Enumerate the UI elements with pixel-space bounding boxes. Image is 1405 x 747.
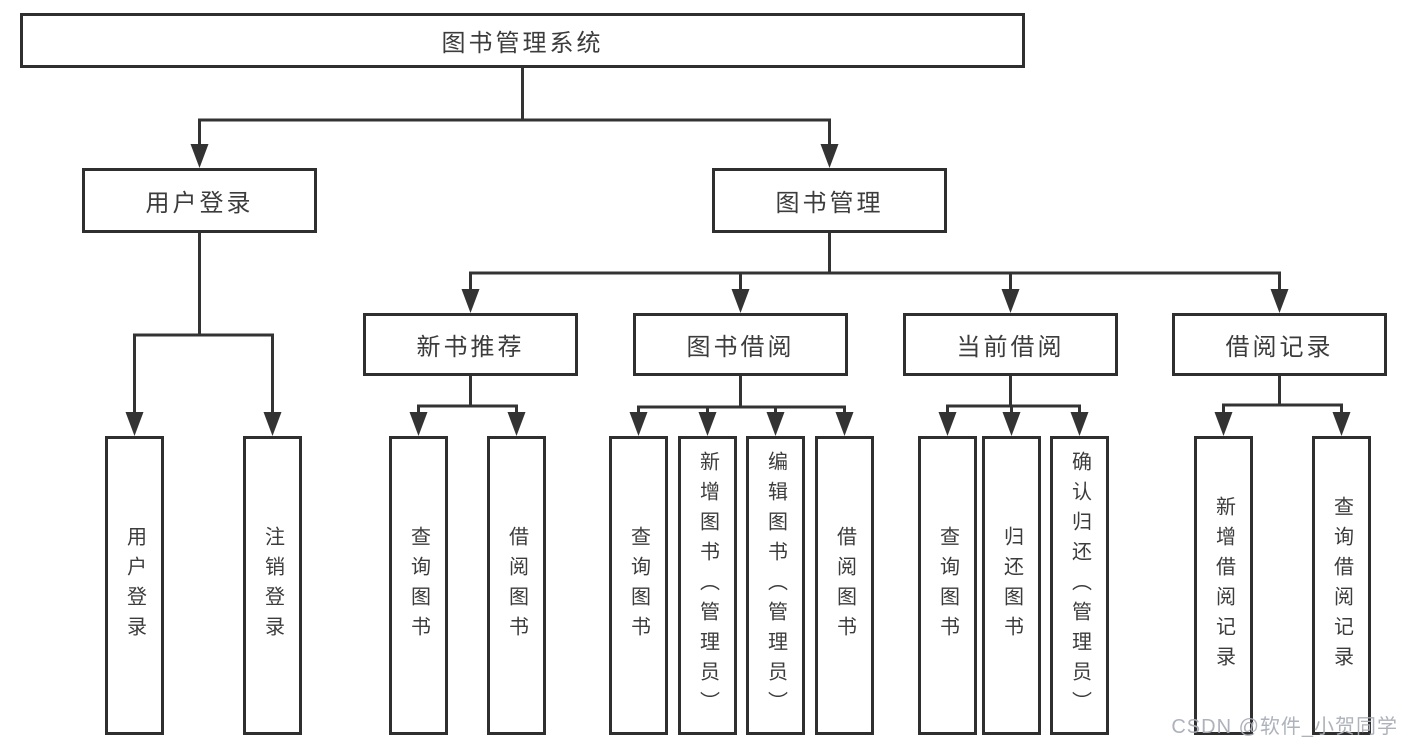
node-current-borrowing: 当前借阅 bbox=[903, 313, 1118, 376]
node-book-borrowing: 图书借阅 bbox=[633, 313, 848, 376]
leaf-add-borrow-record: 新增借阅记录 bbox=[1194, 436, 1253, 735]
arrow-down-icon bbox=[629, 412, 648, 436]
arrow-down-icon bbox=[1270, 289, 1289, 313]
arrow-down-icon bbox=[1070, 412, 1089, 436]
leaf-confirm-return-admin: 确认归还（管理员） bbox=[1050, 436, 1109, 735]
node-library-management-system: 图书管理系统 bbox=[20, 13, 1025, 68]
leaf-query-borrow-record: 查询借阅记录 bbox=[1312, 436, 1371, 735]
leaf-borrow-books: 借阅图书 bbox=[487, 436, 546, 735]
arrow-down-icon bbox=[938, 412, 957, 436]
node-user-login: 用户登录 bbox=[82, 168, 317, 233]
arrow-down-icon bbox=[1214, 412, 1233, 436]
arrow-down-icon bbox=[461, 289, 480, 313]
node-new-book-recommendation: 新书推荐 bbox=[363, 313, 578, 376]
arrow-down-icon bbox=[409, 412, 428, 436]
arrow-down-icon bbox=[1002, 412, 1021, 436]
arrow-down-icon bbox=[766, 412, 785, 436]
arrow-down-icon bbox=[820, 144, 839, 168]
leaf-user-login: 用户登录 bbox=[105, 436, 164, 735]
arrow-down-icon bbox=[1001, 289, 1020, 313]
arrow-down-icon bbox=[731, 289, 750, 313]
arrow-down-icon bbox=[263, 412, 282, 436]
leaf-logout: 注销登录 bbox=[243, 436, 302, 735]
leaf-query-books: 查询图书 bbox=[918, 436, 977, 735]
leaf-return-books: 归还图书 bbox=[982, 436, 1041, 735]
arrow-down-icon bbox=[698, 412, 717, 436]
arrow-down-icon bbox=[1332, 412, 1351, 436]
node-book-management: 图书管理 bbox=[712, 168, 947, 233]
leaf-borrow-books: 借阅图书 bbox=[815, 436, 874, 735]
leaf-query-books: 查询图书 bbox=[389, 436, 448, 735]
node-borrowing-records: 借阅记录 bbox=[1172, 313, 1387, 376]
csdn-watermark: CSDN @软件_小贺同学 bbox=[1171, 716, 1398, 738]
connector-paths bbox=[133, 66, 1343, 416]
arrow-down-icon bbox=[190, 144, 209, 168]
arrow-down-icon bbox=[125, 412, 144, 436]
arrow-down-icon bbox=[507, 412, 526, 436]
arrow-down-icon bbox=[835, 412, 854, 436]
leaf-edit-books-admin: 编辑图书（管理员） bbox=[746, 436, 805, 735]
leaf-query-books: 查询图书 bbox=[609, 436, 668, 735]
leaf-add-books-admin: 新增图书（管理员） bbox=[678, 436, 737, 735]
arrowheads bbox=[125, 144, 1351, 436]
